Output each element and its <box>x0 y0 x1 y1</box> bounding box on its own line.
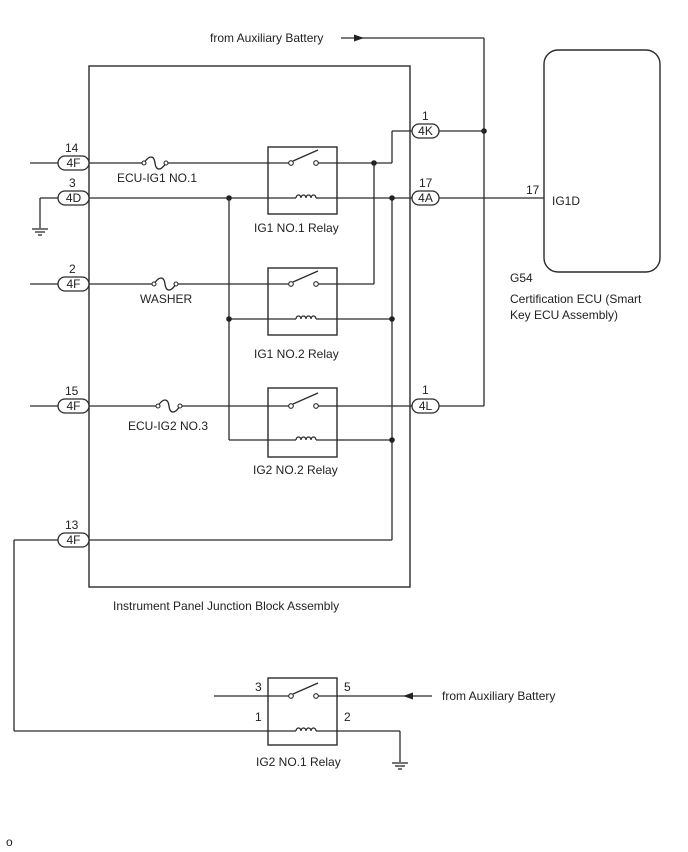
ground-icon <box>31 228 49 236</box>
certification-ecu-box <box>543 49 661 273</box>
junction-dot <box>389 437 395 443</box>
aux-battery-label-bottom: from Auxiliary Battery <box>442 689 555 703</box>
fuse-terminal <box>173 281 179 287</box>
connector-4d-3 <box>57 190 90 206</box>
ecu-pin-name: IG1D <box>552 194 580 208</box>
relay-contact <box>288 403 294 409</box>
relay-contact <box>313 693 319 699</box>
ecu-pin-number: 17 <box>526 183 540 197</box>
relay-label-ig1-no2: IG1 NO.2 Relay <box>254 347 339 361</box>
relay-pin-3: 3 <box>255 680 262 694</box>
relay-coil-icon <box>295 194 317 199</box>
relay-pin-2: 2 <box>344 710 351 724</box>
connector-4f-15 <box>57 398 90 414</box>
relay-ig1-no1-box <box>267 146 338 215</box>
connector-4a-pin: 17 <box>419 176 433 190</box>
connector-4f-13-pin: 13 <box>65 518 79 532</box>
relay-contact <box>313 160 319 166</box>
connector-4l-pin: 1 <box>422 383 429 397</box>
connector-4f-13 <box>57 532 90 548</box>
relay-contact <box>288 281 294 287</box>
relay-contact <box>288 693 294 699</box>
connector-4k-label: 4K <box>418 124 433 138</box>
relay-label-ig1-no1: IG1 NO.1 Relay <box>254 221 339 235</box>
relay-switch-arm <box>292 682 319 695</box>
connector-4f-2 <box>57 276 90 292</box>
junction-dot <box>226 316 232 322</box>
connector-4f-15-pin: 15 <box>65 384 79 398</box>
connector-4f-2-label: 4F <box>66 277 80 291</box>
relay-pin-5: 5 <box>344 680 351 694</box>
connector-4f-14 <box>57 155 90 171</box>
relay-ig2-no1-box <box>267 677 338 746</box>
fuse-terminal <box>141 160 147 166</box>
connector-4l-label: 4L <box>419 399 433 413</box>
connector-4f-14-label: 4F <box>66 156 80 170</box>
ground-icon <box>391 762 409 770</box>
relay-ig2-no2-box <box>267 387 338 458</box>
fuse-label-ecu-ig2-no3: ECU-IG2 NO.3 <box>128 419 208 433</box>
junction-dot <box>389 316 395 322</box>
relay-switch-arm <box>292 270 319 283</box>
fuse-terminal <box>155 403 161 409</box>
connector-4f-14-pin: 14 <box>65 141 79 155</box>
relay-label-ig2-no2: IG2 NO.2 Relay <box>253 463 338 477</box>
connector-4f-2-pin: 2 <box>69 262 76 276</box>
relay-switch-arm <box>292 392 319 405</box>
junction-block-outline <box>88 65 411 588</box>
arrow-icon <box>354 34 364 42</box>
ecu-code: G54 <box>510 271 533 285</box>
relay-coil-icon <box>295 436 317 441</box>
fuse-terminal <box>151 281 157 287</box>
relay-coil-icon <box>295 315 317 320</box>
aux-battery-label-top: from Auxiliary Battery <box>210 31 323 45</box>
relay-contact <box>313 403 319 409</box>
connector-4a-label: 4A <box>418 191 433 205</box>
connector-4f-15-label: 4F <box>66 399 80 413</box>
fuse-label-washer: WASHER <box>140 292 193 306</box>
relay-contact <box>313 281 319 287</box>
connector-4d-3-pin: 3 <box>69 176 76 190</box>
arrow-icon <box>403 692 413 700</box>
fuse-terminal <box>163 160 169 166</box>
junction-block-label: Instrument Panel Junction Block Assembly <box>113 599 339 613</box>
fuse-terminal <box>177 403 183 409</box>
connector-4k-pin: 1 <box>422 109 429 123</box>
ecu-name-line2: Key ECU Assembly) <box>510 308 618 322</box>
footer-mark: o <box>6 835 13 849</box>
relay-switch-arm <box>292 149 319 162</box>
connector-4f-13-label: 4F <box>66 533 80 547</box>
relay-ig1-no2-box <box>267 267 338 336</box>
fuse-label-ecu-ig1-no1: ECU-IG1 NO.1 <box>117 171 197 185</box>
connector-4d-3-label: 4D <box>66 191 82 205</box>
relay-label-ig2-no1: IG2 NO.1 Relay <box>256 755 341 769</box>
ecu-name-line1: Certification ECU (Smart <box>510 292 642 306</box>
relay-coil-icon <box>295 727 317 732</box>
relay-pin-1: 1 <box>255 710 262 724</box>
relay-contact <box>288 160 294 166</box>
